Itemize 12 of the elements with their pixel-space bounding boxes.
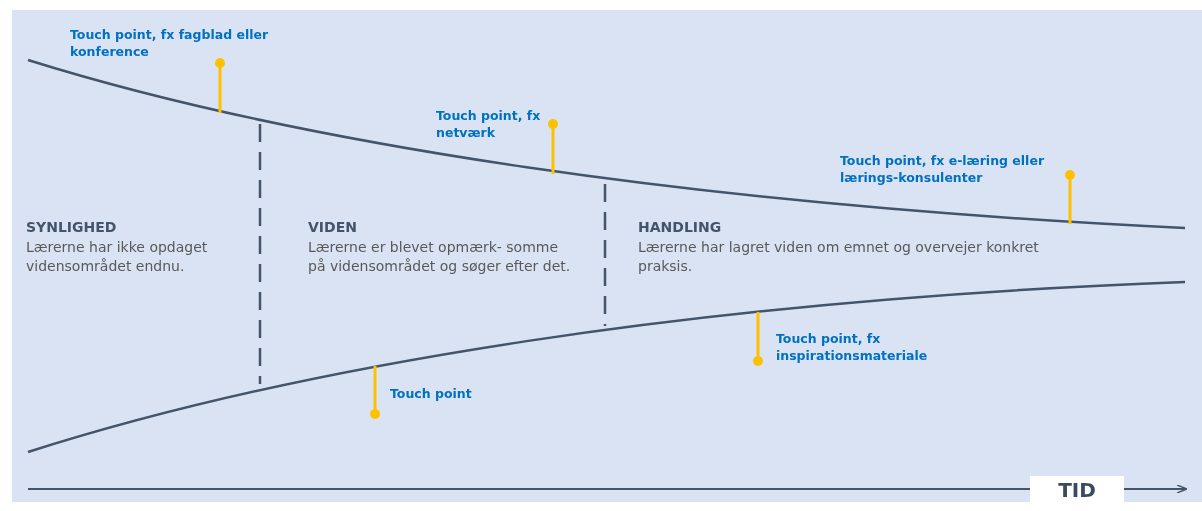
touch-point-label: Touch point, fx netværk <box>436 107 542 141</box>
axis-label: TID <box>1030 476 1124 504</box>
phase-heading: VIDEN <box>308 219 357 235</box>
phase-description: Lærerne har ikke opdaget vidensområdet endnu. <box>26 238 209 276</box>
phase-heading: HANDLING <box>638 219 722 235</box>
phase-description: Lærerne har lagret viden om emnet og overvejer konkret praksis. <box>638 238 1040 276</box>
touch-point-label: Touch point, fx inspirationsmateriale <box>776 330 929 364</box>
phase-heading: SYNLIGHED <box>26 219 117 235</box>
touch-point-label: Touch point <box>390 385 473 402</box>
phase-description: Lærerne er blevet opmærk- somme på vidensområdet og søger efter det. <box>308 238 572 276</box>
touch-point-label: Touch point, fx e-læring eller lærings-konsulenter <box>840 152 1046 186</box>
touch-point-label: Touch point, fx fagblad eller konference <box>70 26 270 60</box>
